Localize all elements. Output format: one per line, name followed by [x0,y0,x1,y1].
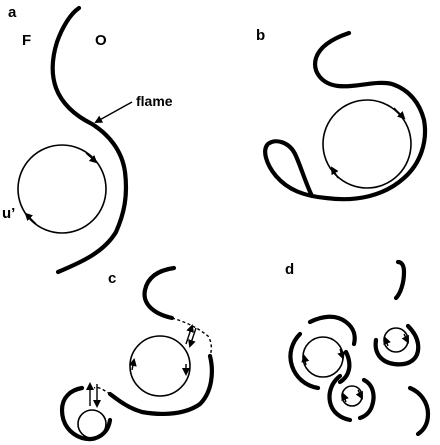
velocity-label: u’ [2,205,15,222]
vortex-d-right-arrow [401,333,409,344]
vortex-a-arrow-bottom [24,212,37,225]
flame-front-b [263,30,428,202]
vortex-a-arrow-top [85,152,98,164]
extinction-arrows-upper [185,324,194,345]
flame-fragment-d-right [373,323,421,367]
oxidizer-side-label: O [95,32,107,49]
vortex-b-arrow-top [393,107,406,120]
flame-front-c-broken-upper [171,317,213,357]
vortex-a [17,144,107,234]
flame-fragment-d-lower-right [357,377,376,421]
flame-front-c-upper [142,265,177,321]
flame-fragment-d-lower-left [327,373,353,423]
flame-fragment-d-bottom-right [407,385,431,437]
vortex-b [322,99,412,189]
panel-c: c [59,265,214,442]
flame-fragment-d-upper-left [307,314,357,347]
flame-fragment-d-left [288,331,321,391]
vortex-c [129,335,191,397]
flame-front-c-lower [59,385,113,442]
vortex-d-left-arrow [337,348,345,360]
vortex-b-arrow-bottom [330,166,339,179]
flame-pointer-arrow [94,101,133,123]
flame-fragment-d-left-right [337,349,352,385]
panel-d-label: d [285,261,294,278]
vortex-d-right [383,327,409,353]
flame-front-c-right [107,353,214,416]
vortex-d-lower-arrow [355,389,363,400]
flame-label: flame [136,93,173,109]
vortex-d-left-arrow-2 [301,354,310,366]
vortex-d-lower [341,385,363,407]
panel-c-label: c [108,270,116,287]
panel-a-label: a [8,4,17,21]
panel-a: a F O flame u’ [2,4,173,275]
panel-b-label: b [256,27,265,44]
panel-d: d [285,259,431,437]
fuel-side-label: F [22,32,31,49]
extinction-arrows-upper-2 [188,327,197,348]
vortex-d-right-arrow-2 [383,336,391,347]
flame-front-c-broken-lower [93,386,111,395]
panel-b: b [256,27,428,202]
vortex-c-arrow-left [128,358,137,371]
flame-front-a [50,5,129,275]
vortex-c-small [77,409,107,439]
flame-fragment-d-top [393,259,407,301]
vortex-d-left [302,336,344,378]
vortex-d-lower-arrow-2 [341,392,349,403]
